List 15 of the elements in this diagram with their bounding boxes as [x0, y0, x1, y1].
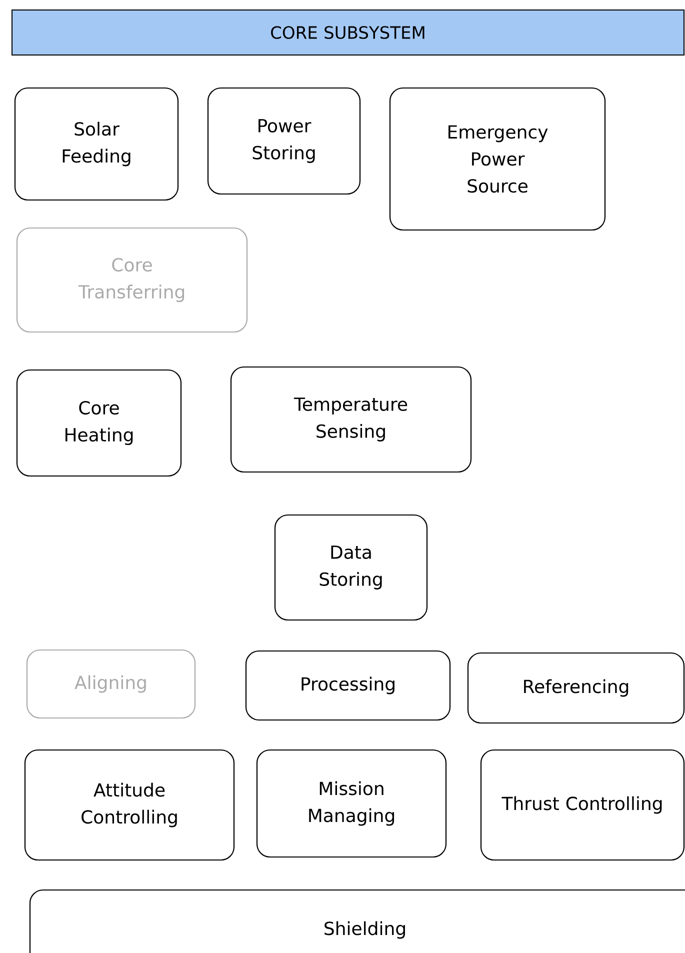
process-box: Attitude Controlling — [24, 749, 235, 861]
process-box: Thrust Controlling — [480, 749, 685, 861]
process-box: Referencing — [467, 652, 685, 724]
process-box: Core Transferring — [16, 227, 248, 333]
process-box: Power Storing — [207, 87, 361, 195]
process-box: Mission Managing — [256, 749, 447, 858]
process-box: Solar Feeding — [14, 87, 179, 201]
process-box: Data Storing — [274, 514, 428, 621]
process-box: Aligning — [26, 649, 196, 719]
process-box: Core Heating — [16, 369, 182, 477]
process-box: Shielding — [29, 889, 685, 953]
process-box: Emergency Power Source — [389, 87, 606, 231]
process-box: Processing — [245, 650, 451, 721]
process-box: Temperature Sensing — [230, 366, 472, 473]
header-band: CORE SUBSYSTEM — [12, 10, 684, 56]
